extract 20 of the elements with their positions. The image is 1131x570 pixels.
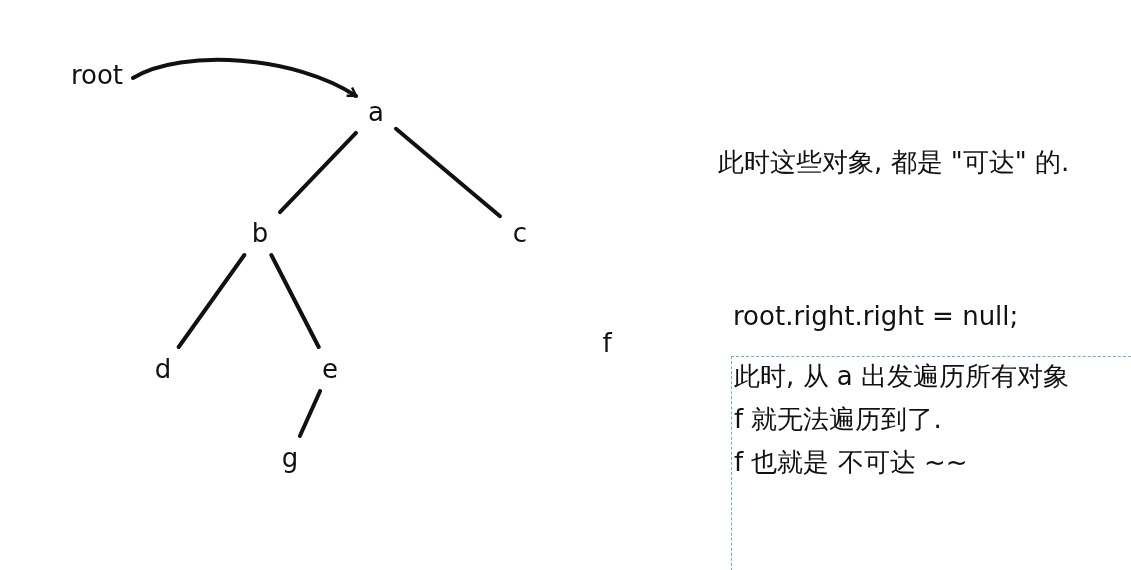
tree-node-label: b (240, 211, 280, 255)
text-line: f 也就是 不可达 ~~ (734, 447, 969, 479)
tree-line (278, 130, 358, 215)
text-line: f 就无法遍历到了. (734, 404, 943, 436)
tree-line (176, 253, 247, 349)
tree-node-label: root (61, 55, 133, 95)
tree-node-label: c (500, 211, 540, 255)
tree-node-label: d (143, 347, 183, 391)
tree-line (394, 126, 502, 219)
tree-line (269, 253, 321, 349)
tree-line (297, 389, 323, 438)
text-line: 此时, 从 a 出发遍历所有对象 (734, 361, 1070, 393)
code-text: root.right.right = null; (733, 301, 1019, 333)
arrow (131, 57, 358, 98)
text-box (731, 356, 1131, 570)
tree-node-label: e (310, 347, 350, 391)
tree-node-label: g (270, 436, 310, 480)
tree-node-label: f (592, 323, 622, 363)
tree-node-label: a (356, 90, 396, 134)
note-text: 此时这些对象, 都是 "可达" 的. (718, 147, 1070, 179)
